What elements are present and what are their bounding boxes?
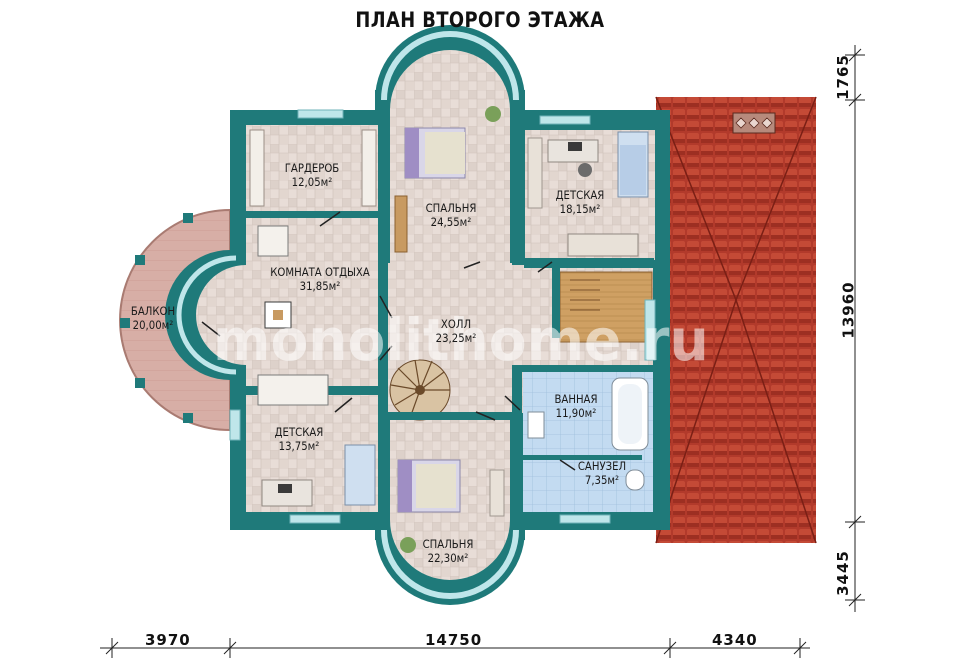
room-name: КОМНАТА ОТДЫХА <box>270 265 370 279</box>
room-area: 11,90м² <box>555 406 597 420</box>
shelf-icon <box>489 469 505 517</box>
dimension-bottom-right: 4340 <box>712 631 758 649</box>
room-name: БАЛКОН <box>130 304 176 318</box>
watermark: monolithome.ru <box>213 306 709 374</box>
room-label-lounge: КОМНАТА ОТДЫХА 31,85м² <box>270 265 370 293</box>
bed-icon <box>344 444 376 506</box>
armchair-icon <box>257 225 289 257</box>
room-name: САНУЗЕЛ <box>577 459 627 473</box>
windows <box>176 31 656 599</box>
room-name: ХОЛЛ <box>440 317 472 331</box>
plan-title: ПЛАН ВТОРОГО ЭТАЖА <box>355 8 605 32</box>
room-area: 13,75м² <box>278 439 320 453</box>
room-label-kids-bottom: ДЕТСКАЯ 13,75м² <box>275 425 324 453</box>
room-area: 7,35м² <box>584 473 620 487</box>
room-name: ГАРДЕРОБ <box>284 161 340 175</box>
room-label-wardrobe: ГАРДЕРОБ 12,05м² <box>285 161 340 189</box>
desk-icon <box>547 139 599 177</box>
dresser-icon <box>394 195 408 253</box>
room-label-bedroom-bottom: СПАЛЬНЯ 22,30м² <box>423 537 474 565</box>
bed-icon <box>617 131 649 198</box>
room-name: СПАЛЬНЯ <box>422 537 474 551</box>
room-area: 22,30м² <box>427 551 469 565</box>
shelf-icon <box>527 137 543 209</box>
dimension-lines <box>100 45 865 658</box>
chimney-icon <box>732 112 776 134</box>
room-area: 12,05м² <box>291 175 333 189</box>
wardrobe-left <box>249 129 377 207</box>
room-label-kids-top: ДЕТСКАЯ 18,15м² <box>556 188 605 216</box>
room-name: ВАННАЯ <box>554 392 598 406</box>
roof <box>655 96 817 544</box>
doors <box>201 211 576 471</box>
sink-icon <box>527 411 545 439</box>
room-name: ДЕТСКАЯ <box>274 425 324 439</box>
room-label-hall: ХОЛЛ 23,25м² <box>436 317 477 345</box>
bench-icon <box>567 233 639 257</box>
room-label-balcony: БАЛКОН 20,00м² <box>131 304 175 332</box>
room-area: 18,15м² <box>559 202 601 216</box>
bed-icon <box>404 127 466 179</box>
dimension-right-bottom: 3445 <box>833 550 852 596</box>
room-area: 20,00м² <box>132 318 174 332</box>
dimension-right-middle: 13960 <box>839 281 858 339</box>
room-name: ДЕТСКАЯ <box>555 188 605 202</box>
room-area: 31,85м² <box>299 279 341 293</box>
room-label-bathroom: ВАННАЯ 11,90м² <box>554 392 597 420</box>
sofa-icon <box>257 374 329 406</box>
toilet-icon <box>625 469 645 491</box>
desk-icon <box>261 479 313 507</box>
furniture <box>249 106 649 553</box>
balcony-posts <box>120 213 193 423</box>
room-area: 23,25м² <box>435 331 477 345</box>
room-area: 24,55м² <box>430 215 472 229</box>
room-label-toilet: САНУЗЕЛ 7,35м² <box>578 459 626 487</box>
dimension-bottom-left: 3970 <box>145 631 191 649</box>
plant-icon <box>400 106 501 553</box>
bathtub-icon <box>611 377 649 451</box>
bed-icon <box>397 459 461 513</box>
dimension-right-top: 1765 <box>833 54 852 100</box>
room-label-bedroom-top: СПАЛЬНЯ 24,55м² <box>426 201 477 229</box>
dimension-bottom-center: 14750 <box>425 631 483 649</box>
room-name: СПАЛЬНЯ <box>425 201 477 215</box>
